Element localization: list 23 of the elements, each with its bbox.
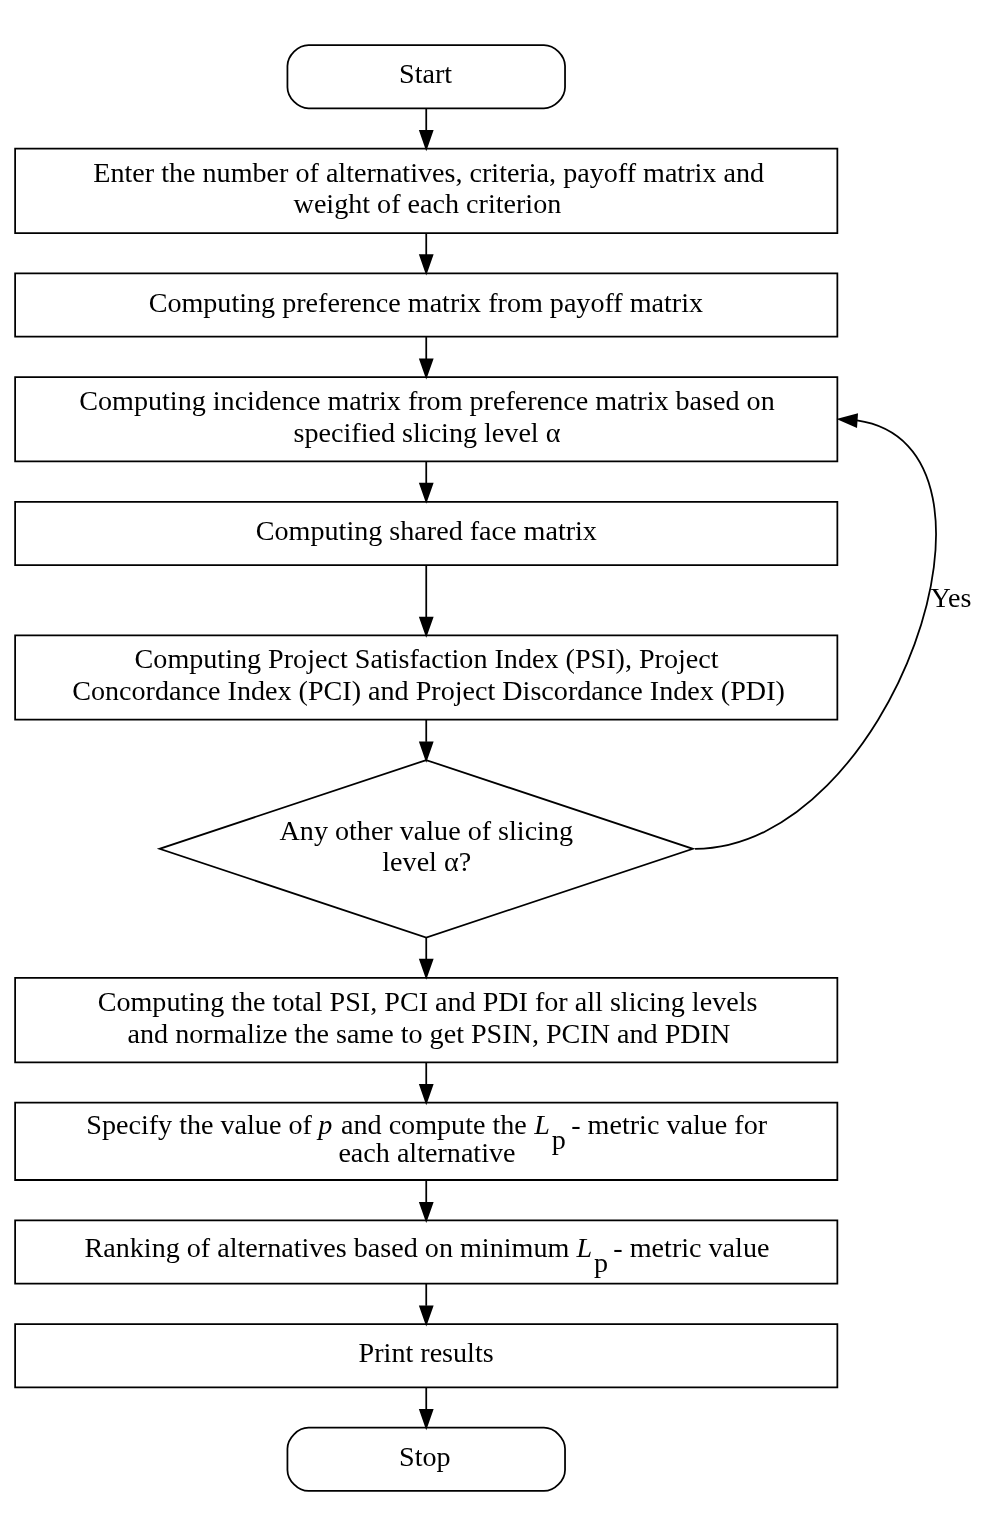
node-box: Computing the total PSI, PCI and PDI for all slicing levels and normalize the same to get PSIN, PCIN and PDIN	[14, 977, 839, 1064]
node-box: Computing incidence matrix from preference matrix based on specified slicing level α	[14, 376, 839, 463]
node-box: Stop	[286, 1426, 566, 1492]
node-box: Computing shared face matrix	[14, 500, 839, 566]
arrow	[418, 232, 434, 276]
edge-label: Yes	[930, 581, 972, 613]
node-box: Enter the number of alternatives, criteria, payoff matrix and weight of each criterion	[14, 147, 839, 234]
arrow	[418, 719, 434, 763]
arrow	[418, 107, 434, 152]
node-box: Computing preference matrix from payoff matrix	[14, 272, 839, 338]
node-diamond: Any other value of slicing level α?	[156, 759, 696, 939]
arrow	[418, 336, 434, 380]
arrow	[418, 564, 434, 638]
arrow	[418, 1282, 434, 1327]
arrow	[418, 1386, 434, 1431]
node-box: Print results	[14, 1323, 839, 1389]
arrow	[418, 1179, 434, 1224]
node-box: Computing Project Satisfaction Index (PSI), Project Concordance Index (PCI) and Project Discordance Index (PDI)	[14, 634, 839, 721]
arrow	[418, 937, 434, 980]
node-box: Start	[286, 44, 566, 110]
arrow	[418, 460, 434, 504]
arrow	[418, 1061, 434, 1106]
arrow	[694, 413, 937, 850]
